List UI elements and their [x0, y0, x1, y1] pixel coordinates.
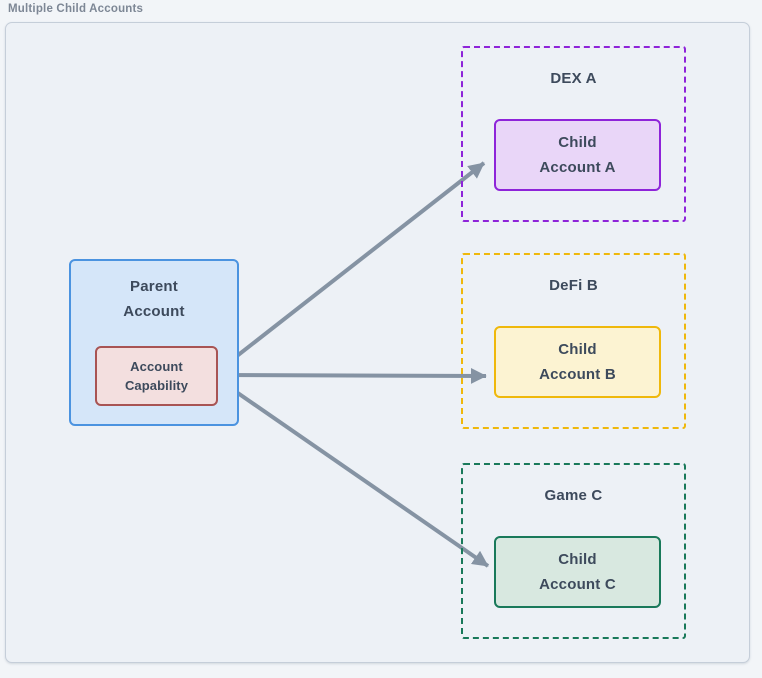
diagram-title: Multiple Child Accounts: [8, 3, 144, 15]
child-account-a-label: Child Account A: [539, 134, 616, 176]
arrow-capability-to-child-a: [217, 161, 486, 372]
arrow-capability-to-child-c: [217, 378, 490, 568]
node-parent-account: Parent Account Account Capability: [69, 259, 239, 426]
arrow-capability-to-child-b: [218, 367, 487, 384]
node-child-account-a: Child Account A: [494, 119, 661, 191]
node-child-account-c: Child Account C: [494, 536, 661, 608]
group-dex-a: DEX A Child Account A: [461, 46, 686, 222]
node-child-account-b: Child Account B: [494, 326, 661, 398]
diagram-canvas: Parent Account Account Capability DEX A …: [5, 22, 750, 663]
group-game-c-label: Game C: [544, 487, 603, 504]
group-defi-b: DeFi B Child Account B: [461, 253, 686, 429]
child-account-c-label: Child Account C: [539, 551, 616, 593]
group-dex-a-label: DEX A: [550, 70, 597, 87]
parent-account-label: Parent Account: [123, 278, 185, 320]
group-defi-b-label: DeFi B: [549, 277, 598, 294]
node-account-capability: Account Capability: [95, 346, 218, 406]
account-capability-label: Account Capability: [124, 359, 189, 393]
group-game-c: Game C Child Account C: [461, 463, 686, 639]
child-account-b-label: Child Account B: [539, 341, 616, 383]
